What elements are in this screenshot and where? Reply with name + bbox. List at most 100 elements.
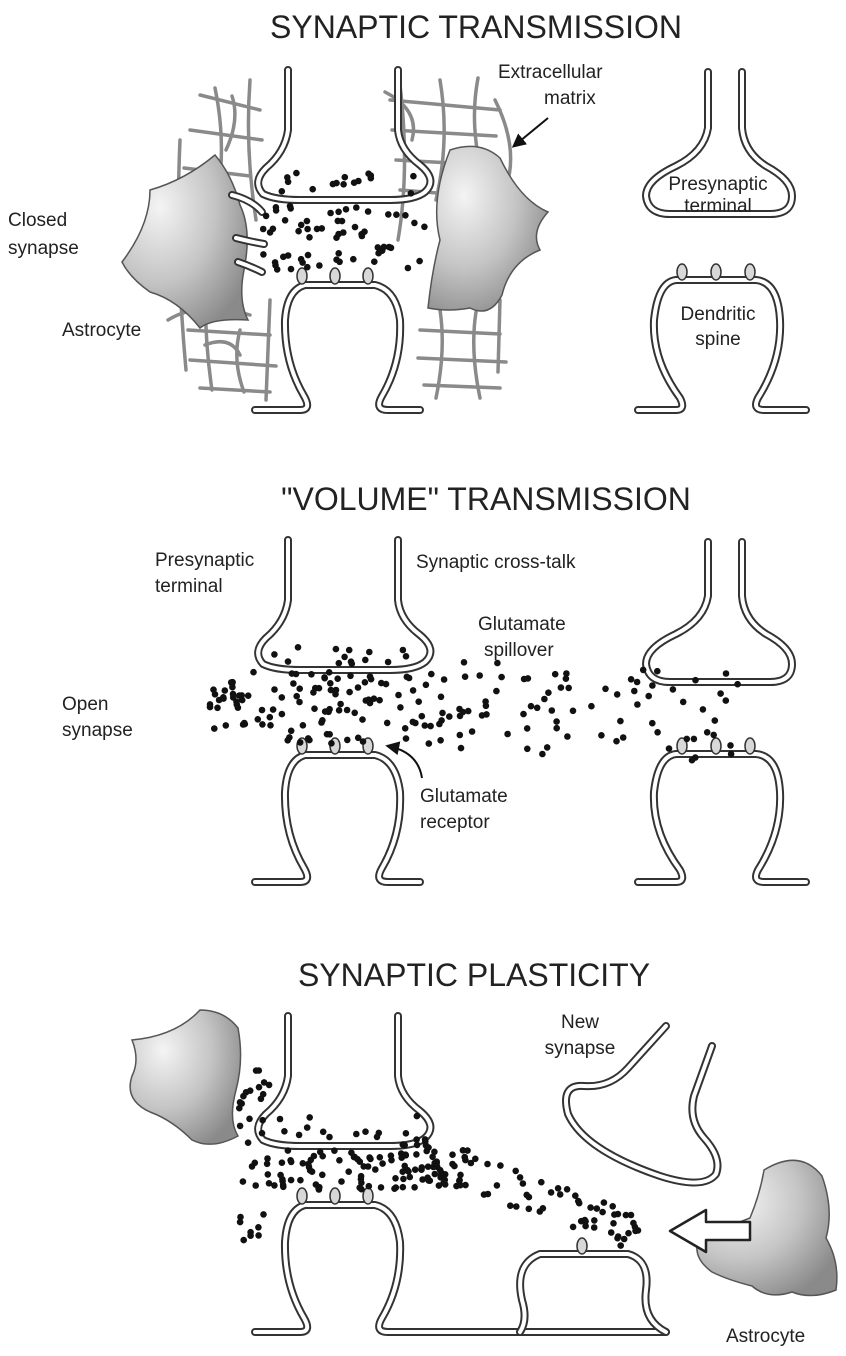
glutamate-dot	[297, 739, 304, 746]
glutamate-dot	[640, 667, 647, 674]
glutamate-dot	[328, 740, 335, 747]
glutamate-dot	[355, 735, 362, 742]
glutamate-dot	[407, 1174, 414, 1181]
glutamate-dot	[314, 226, 321, 233]
glutamate-dot	[572, 1192, 579, 1199]
glutamate-dot	[704, 729, 711, 736]
glutamate-dot	[552, 671, 559, 678]
glutamate-dot	[427, 723, 434, 730]
label-presynaptic-terminal-mid-2: terminal	[155, 576, 223, 597]
panel-synaptic-transmission: SYNAPTIC TRANSMISSION	[8, 9, 806, 410]
glutamate-dot	[340, 229, 347, 236]
glutamate-dot	[525, 675, 532, 682]
label-open-synapse-1: Open	[62, 694, 108, 715]
glutamate-dot	[337, 701, 344, 708]
glutamate-dot	[293, 671, 300, 678]
glutamate-dot	[365, 208, 372, 215]
glutamate-dot	[654, 729, 661, 736]
glutamate-dot	[326, 1134, 333, 1141]
glutamate-dot	[280, 253, 287, 260]
glutamate-dot	[617, 1242, 624, 1249]
glutamate-dot	[296, 685, 303, 692]
glutamate-dot	[255, 1232, 262, 1239]
glutamate-dot	[345, 1168, 352, 1175]
glutamate-dot	[512, 1168, 519, 1175]
glutamate-dot	[336, 1157, 343, 1164]
label-open-synapse-2: synapse	[62, 720, 133, 741]
glutamate-dot	[728, 751, 735, 758]
glutamate-dot	[271, 686, 278, 693]
glutamate-dot	[366, 1154, 373, 1161]
glutamate-dot	[523, 1192, 530, 1199]
glutamate-dot	[456, 1178, 463, 1185]
glutamate-dot	[528, 703, 535, 710]
glutamate-dot	[402, 212, 409, 219]
glutamate-dot	[270, 226, 277, 233]
glutamate-dot	[210, 686, 217, 693]
glutamate-dot	[376, 1130, 383, 1137]
glutamate-dot	[415, 698, 422, 705]
glutamate-dot	[520, 1180, 527, 1187]
glutamate-dot	[634, 679, 641, 686]
glutamate-dot	[411, 1184, 418, 1191]
glutamate-dot	[253, 1067, 260, 1074]
glutamate-dot	[304, 264, 311, 271]
glutamate-dot	[710, 732, 717, 739]
glutamate-dot	[485, 1191, 492, 1198]
glutamate-dot	[346, 689, 353, 696]
glutamate-dot	[436, 1182, 443, 1189]
glutamate-dot	[207, 701, 214, 708]
glutamate-dot	[717, 690, 724, 697]
glutamate-dot	[564, 1186, 571, 1193]
panel-title-synaptic-transmission: SYNAPTIC TRANSMISSION	[270, 9, 682, 45]
glutamate-dot	[469, 728, 476, 735]
glutamate-dot	[617, 718, 624, 725]
glutamate-dot	[326, 731, 333, 738]
glutamate-dot	[520, 711, 527, 718]
glutamate-dot	[406, 675, 413, 682]
glutamate-dot	[277, 1116, 284, 1123]
receptor-new-synapse	[577, 1238, 587, 1254]
glutamate-dot	[462, 1157, 469, 1164]
glutamate-dot	[410, 719, 417, 726]
glutamate-dot	[446, 713, 453, 720]
glutamate-dot	[250, 669, 257, 676]
glutamate-dot	[288, 266, 295, 273]
glutamate-dot	[613, 738, 620, 745]
glutamate-dot	[367, 673, 374, 680]
glutamate-dot	[723, 697, 730, 704]
glutamate-dot	[400, 1176, 407, 1183]
glutamate-dot	[419, 713, 426, 720]
glutamate-dot	[304, 1124, 311, 1131]
glutamate-dot	[483, 703, 490, 710]
glutamate-dot	[290, 680, 297, 687]
glutamate-dot	[328, 687, 335, 694]
glutamate-dot	[240, 1093, 247, 1100]
glutamate-dot	[228, 679, 235, 686]
glutamate-dot	[411, 220, 418, 227]
glutamate-dot	[457, 732, 464, 739]
glutamate-dot	[295, 644, 302, 651]
glutamate-dot	[497, 1162, 504, 1169]
glutamate-dot	[355, 684, 362, 691]
glutamate-dot	[419, 1164, 426, 1171]
glutamate-dot	[279, 694, 286, 701]
glutamate-dot	[427, 1177, 434, 1184]
glutamate-dot	[274, 266, 281, 273]
glutamate-dot	[439, 710, 446, 717]
glutamate-dot	[327, 680, 334, 687]
glutamate-dot	[461, 659, 468, 666]
dendritic-spine-open	[255, 755, 420, 882]
glutamate-dot	[282, 217, 289, 224]
glutamate-dot	[437, 737, 444, 744]
glutamate-dot	[456, 706, 463, 713]
glutamate-dot	[398, 1154, 405, 1161]
glutamate-dot	[236, 692, 243, 699]
glutamate-dot	[493, 688, 500, 695]
presynaptic-terminal-neighbor	[646, 542, 792, 682]
glutamate-dot	[517, 1174, 524, 1181]
glutamate-dot	[462, 673, 469, 680]
glutamate-dot	[421, 224, 428, 231]
glutamate-dot	[458, 745, 465, 752]
